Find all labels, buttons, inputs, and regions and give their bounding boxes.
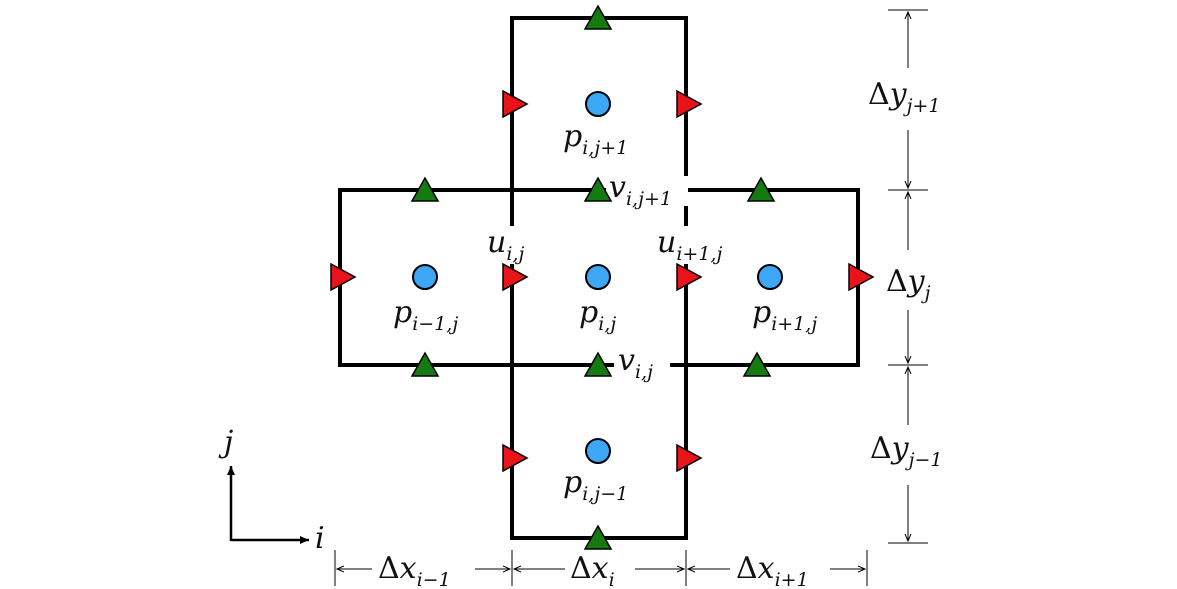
label-p-i-j: pi,j <box>579 295 616 335</box>
vertical-dimensions <box>888 9 928 544</box>
pressure-node-im1-j <box>412 264 438 290</box>
v-node-upper-right <box>746 176 776 202</box>
u-node-top-left <box>502 89 529 119</box>
label-p-i-j1: pi,j+1 <box>563 119 628 159</box>
v-node-bottom <box>583 524 613 550</box>
pressure-nodes <box>412 91 783 464</box>
label-p-ip1-j: pi+1,j <box>752 295 817 335</box>
u-node-bottom-right <box>676 443 703 473</box>
pressure-node-i-j <box>585 264 611 290</box>
v-node-upper-left <box>410 176 440 202</box>
axis-indicator <box>227 466 309 544</box>
label-masks <box>494 176 692 380</box>
dim-dx-im1: Δxi−1 <box>378 551 451 589</box>
label-u-i-j: ui,j <box>487 225 524 265</box>
u-node-mid-far-right <box>848 262 875 292</box>
vertical-dimension-labels: Δyj+1 Δyj Δyj−1 <box>868 77 943 471</box>
v-node-top <box>583 4 613 30</box>
label-v-i-j1: vi,j+1 <box>609 170 672 210</box>
v-node-lower-left <box>410 351 440 377</box>
axis-i-label: i <box>315 521 325 556</box>
u-node-mid-left <box>502 262 529 292</box>
u-velocity-nodes <box>330 89 875 473</box>
pressure-node-i-jm1 <box>585 438 611 464</box>
v-node-lower-right <box>742 351 772 377</box>
pressure-node-ip1-j <box>757 264 783 290</box>
v-node-upper-center <box>583 176 613 202</box>
dim-dx-i: Δxi <box>570 551 615 589</box>
u-node-mid-far-left <box>330 262 357 292</box>
horizontal-dimensions <box>334 550 868 586</box>
axis-j-label: j <box>218 425 233 460</box>
label-p-im1-j: pi−1,j <box>393 295 458 335</box>
dim-dy-jp1: Δyj+1 <box>868 77 941 117</box>
u-node-mid-right <box>676 262 703 292</box>
dim-dx-ip1: Δxi+1 <box>736 551 809 589</box>
dim-dy-j: Δyj <box>886 264 931 304</box>
node-labels: pi,j+1 pi−1,j pi,j pi+1,j pi,j−1 ui,j ui… <box>393 119 817 505</box>
label-p-i-jm1: pi,j−1 <box>563 465 628 505</box>
label-u-ip1-j: ui+1,j <box>657 225 722 265</box>
dim-dy-jm1: Δyj−1 <box>870 431 943 471</box>
horizontal-dimension-labels: Δxi−1 Δxi Δxi+1 <box>378 551 809 589</box>
u-node-top-right <box>676 89 703 119</box>
label-v-i-j: vi,j <box>618 343 653 383</box>
v-node-lower-center <box>583 351 613 377</box>
pressure-node-i-j1 <box>585 91 611 117</box>
u-node-bottom-left <box>502 443 529 473</box>
v-velocity-nodes <box>410 4 776 550</box>
